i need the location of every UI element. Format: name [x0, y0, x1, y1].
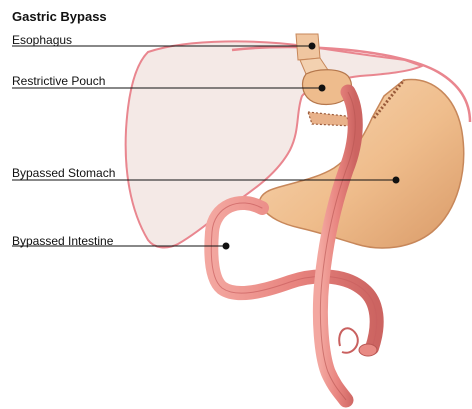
roux-limb — [320, 92, 355, 400]
intestine-loop — [339, 328, 358, 353]
marker-pouch — [319, 85, 326, 92]
label-bypassed-intestine: Bypassed Intestine — [12, 234, 113, 248]
marker-esophagus — [309, 43, 316, 50]
diagram-title: Gastric Bypass — [12, 9, 107, 24]
label-restrictive-pouch: Restrictive Pouch — [12, 74, 105, 88]
label-bypassed-stomach: Bypassed Stomach — [12, 166, 115, 180]
anastomosis-end — [359, 344, 377, 356]
esophagus-tube — [296, 34, 320, 60]
marker-intestine — [223, 243, 230, 250]
pouch-staple-line — [308, 112, 352, 126]
marker-stomach — [393, 177, 400, 184]
label-esophagus: Esophagus — [12, 33, 72, 47]
